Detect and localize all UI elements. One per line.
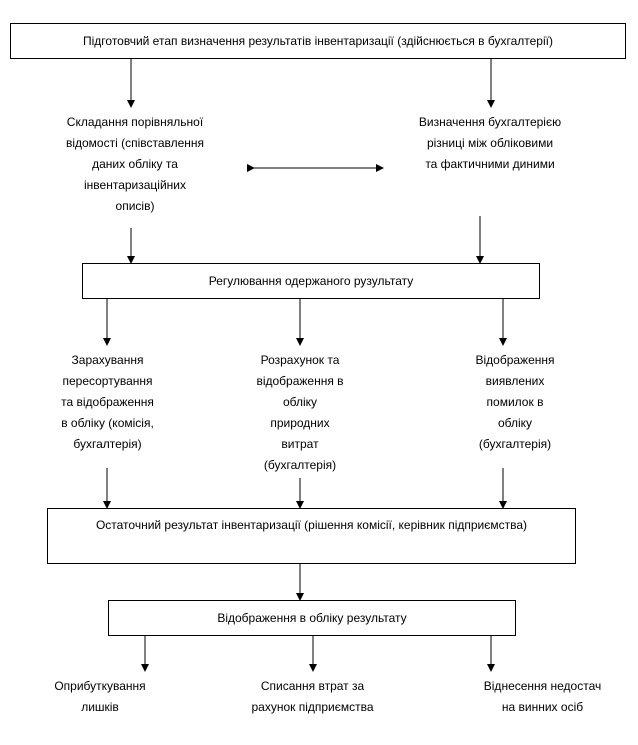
accounting-display-label: Відображення в обліку результату [217, 611, 407, 625]
difference-detect-text: Визначення бухгалтерією різниці між облі… [418, 115, 562, 171]
final-result-label: Остаточний результат інвентаризації (ріш… [95, 518, 528, 532]
prep-stage-box: Підготовчий етап визначення результатів … [10, 23, 626, 59]
accounting-display-box: Відображення в обліку результату [108, 600, 516, 636]
resorting-text: Зарахування пересортування та відображен… [61, 353, 154, 451]
prep-stage-label: Підготовчий етап визначення результатів … [83, 34, 553, 48]
shortage-text: Віднесення недостач на винних осіб [483, 679, 602, 714]
regulation-box: Регулювання одержаного рузультату [82, 263, 540, 299]
final-result-box: Остаточний результат інвентаризації (ріш… [47, 508, 576, 564]
natural-losses-text: Розрахунок та відображення в обліку прир… [256, 353, 344, 472]
write-off-text: Списання втрат за рахунок підприємства [251, 679, 374, 714]
regulation-label: Регулювання одержаного рузультату [208, 274, 414, 288]
compare-sheet-text: Складання порівняльної відомості (співст… [65, 115, 205, 213]
errors-text: Відображення виявлених помилок в обліку … [475, 353, 555, 451]
surplus-text: Оприбуткування лишків [54, 679, 146, 714]
